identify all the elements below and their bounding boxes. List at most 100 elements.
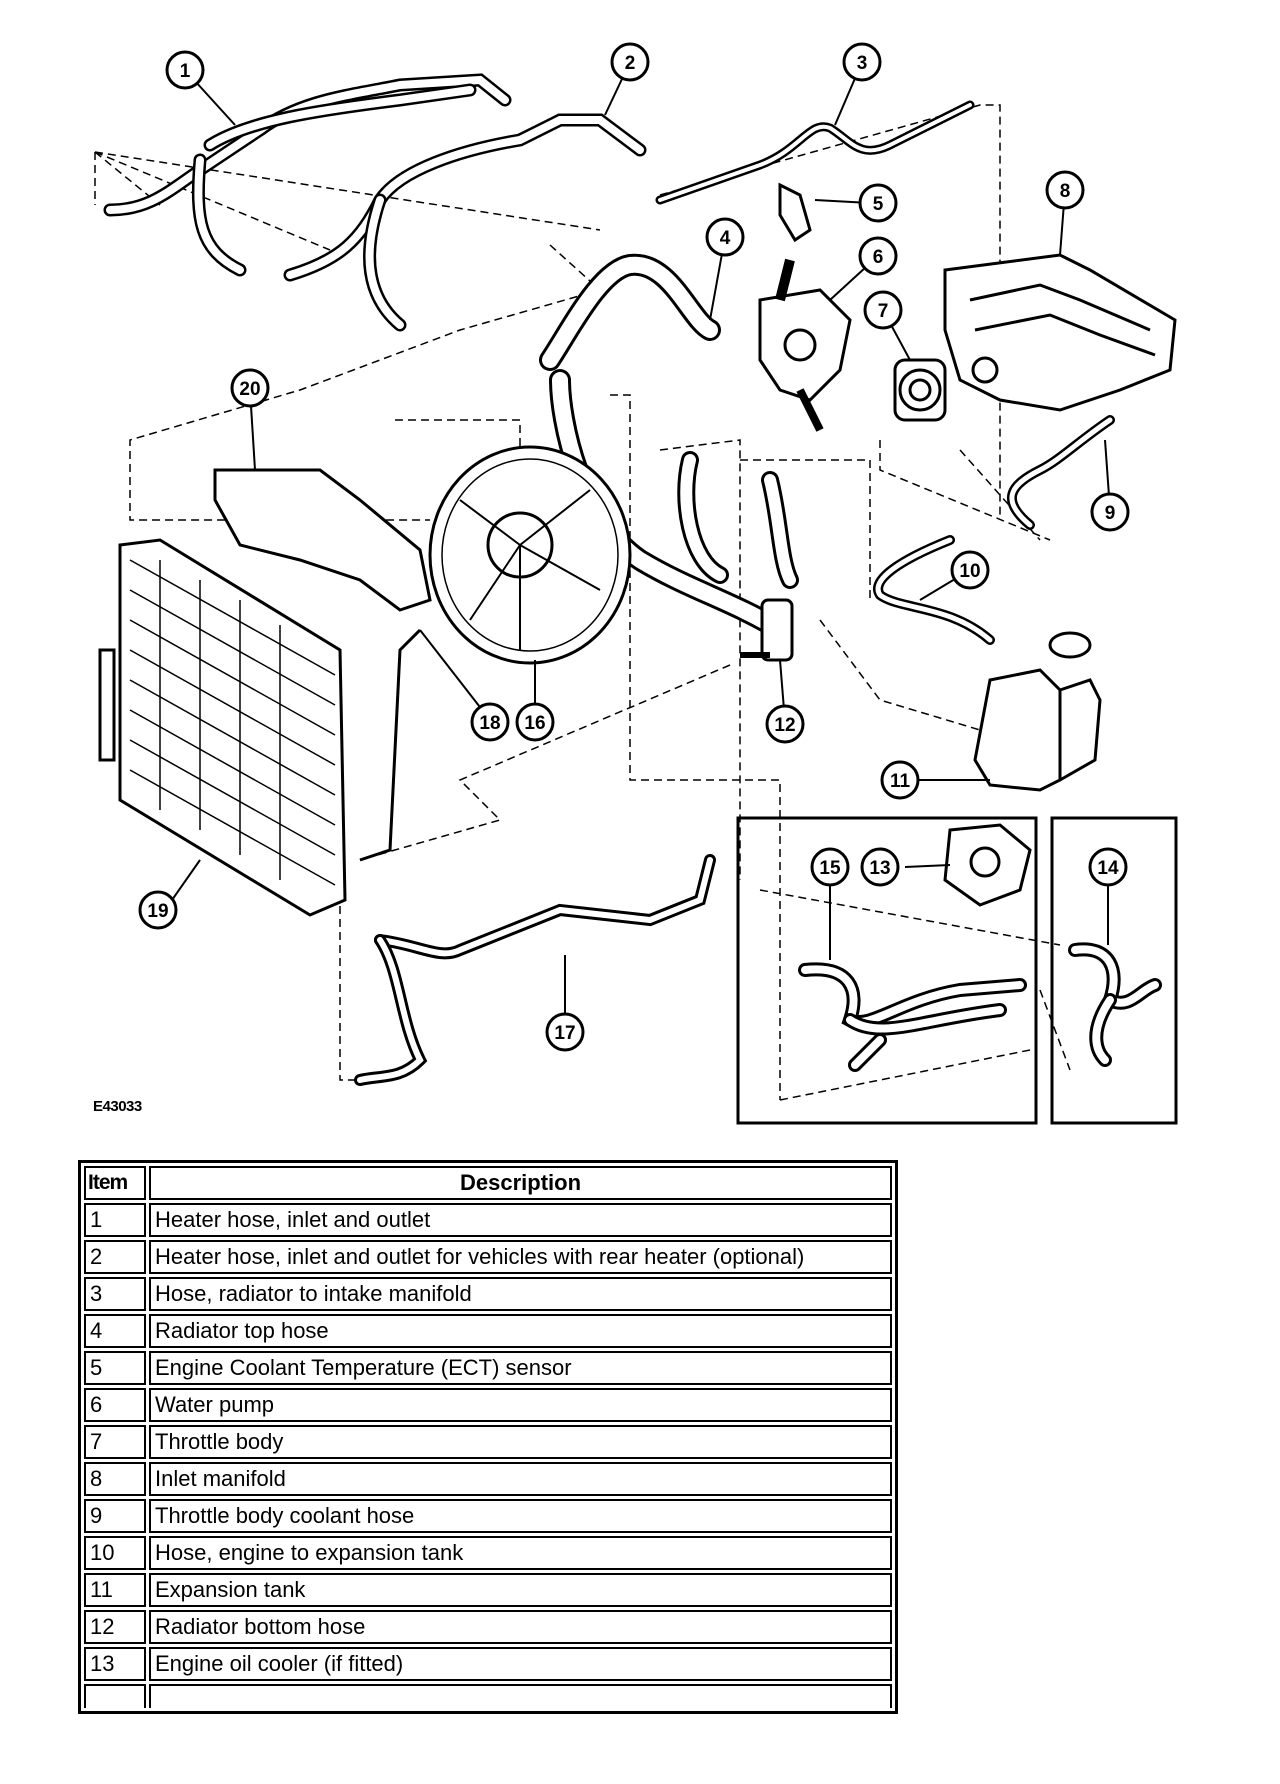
hose-engine-to-expansion-tank	[873, 535, 995, 645]
row-description: Heater hose, inlet and outlet for vehicl…	[149, 1240, 892, 1274]
row-item: 1	[84, 1203, 146, 1237]
callout-15: 15	[810, 847, 850, 887]
row-item: 2	[84, 1240, 146, 1274]
row-description: Throttle body	[149, 1425, 892, 1459]
table-row-empty	[84, 1684, 892, 1708]
cooling-fan	[428, 445, 632, 665]
svg-text:1: 1	[180, 61, 191, 82]
svg-text:14: 14	[1097, 858, 1119, 879]
hose-radiator-to-intake	[655, 100, 975, 205]
ect-sensor	[775, 182, 812, 302]
row-item: 10	[84, 1536, 146, 1570]
svg-text:8: 8	[1060, 181, 1071, 202]
row-description: Hose, engine to expansion tank	[149, 1536, 892, 1570]
engine-oil-cooler	[943, 823, 1032, 907]
callout-8: 8	[1045, 170, 1085, 210]
bottom-hose-long	[549, 369, 799, 641]
svg-text:7: 7	[878, 301, 889, 322]
callout-11: 11	[880, 760, 920, 800]
callout-6: 6	[858, 236, 898, 276]
callout-2: 2	[610, 42, 650, 82]
svg-text:6: 6	[873, 247, 884, 268]
row-description: Throttle body coolant hose	[149, 1499, 892, 1533]
callout-17: 17	[545, 1012, 585, 1052]
svg-text:3: 3	[857, 53, 868, 74]
callout-14: 14	[1088, 847, 1128, 887]
svg-text:2: 2	[625, 53, 636, 74]
water-pump	[758, 288, 852, 432]
radiator	[98, 538, 347, 917]
inlet-manifold	[943, 253, 1177, 412]
row-item: 3	[84, 1277, 146, 1311]
svg-text:15: 15	[819, 858, 841, 879]
radiator-top-hose	[539, 253, 721, 371]
row-description: Hose, radiator to intake manifold	[149, 1277, 892, 1311]
header-item: Item	[84, 1166, 146, 1200]
row-description: Water pump	[149, 1388, 892, 1422]
row-description: Expansion tank	[149, 1573, 892, 1607]
callout-18: 18	[470, 702, 510, 742]
row-description: Radiator top hose	[149, 1314, 892, 1348]
header-description: Description	[149, 1166, 892, 1200]
callout-12: 12	[765, 704, 805, 744]
callout-19: 19	[138, 890, 178, 930]
row-description: Radiator bottom hose	[149, 1610, 892, 1644]
throttle-body	[893, 358, 947, 422]
callout-16: 16	[515, 702, 555, 742]
svg-text:20: 20	[239, 379, 260, 400]
row-item: 11	[84, 1573, 146, 1607]
callout-5: 5	[858, 183, 898, 223]
callout-4: 4	[705, 217, 745, 257]
row-item: 8	[84, 1462, 146, 1496]
row-item: 9	[84, 1499, 146, 1533]
callout-10: 10	[950, 550, 990, 590]
row-item: 5	[84, 1351, 146, 1385]
row-description: Heater hose, inlet and outlet	[149, 1203, 892, 1237]
figure-code: E43033	[93, 1098, 142, 1115]
inset-box-hose-14	[1050, 816, 1178, 1125]
svg-text:11: 11	[890, 771, 911, 792]
svg-text:18: 18	[479, 713, 500, 734]
svg-text:10: 10	[959, 561, 980, 582]
row-item: 7	[84, 1425, 146, 1459]
callout-13: 13	[860, 847, 900, 887]
callout-1: 1	[165, 50, 205, 90]
row-description: Engine Coolant Temperature (ECT) sensor	[149, 1351, 892, 1385]
fan-shroud	[213, 468, 432, 862]
svg-text:17: 17	[554, 1023, 575, 1044]
callout-9: 9	[1090, 492, 1130, 532]
svg-text:4: 4	[720, 228, 731, 249]
table-header-row: Item Description	[84, 1166, 892, 1200]
oil-cooler-hoses	[354, 854, 716, 1086]
svg-text:12: 12	[774, 715, 795, 736]
radiator-bottom-hose-connector	[740, 598, 794, 662]
throttle-body-coolant-hose	[1006, 415, 1115, 530]
svg-text:19: 19	[147, 901, 168, 922]
svg-text:13: 13	[869, 858, 890, 879]
row-description: Engine oil cooler (if fitted)	[149, 1647, 892, 1681]
inset-box-oil-cooler	[736, 816, 1038, 1125]
svg-text:5: 5	[873, 194, 884, 215]
row-item: 13	[84, 1647, 146, 1681]
row-description: Inlet manifold	[149, 1462, 892, 1496]
expansion-tank	[973, 631, 1102, 792]
row-item: 12	[84, 1610, 146, 1644]
callout-7: 7	[863, 290, 903, 330]
hose-14	[1068, 942, 1162, 1067]
row-item: 4	[84, 1314, 146, 1348]
hose-15	[798, 962, 1027, 1072]
